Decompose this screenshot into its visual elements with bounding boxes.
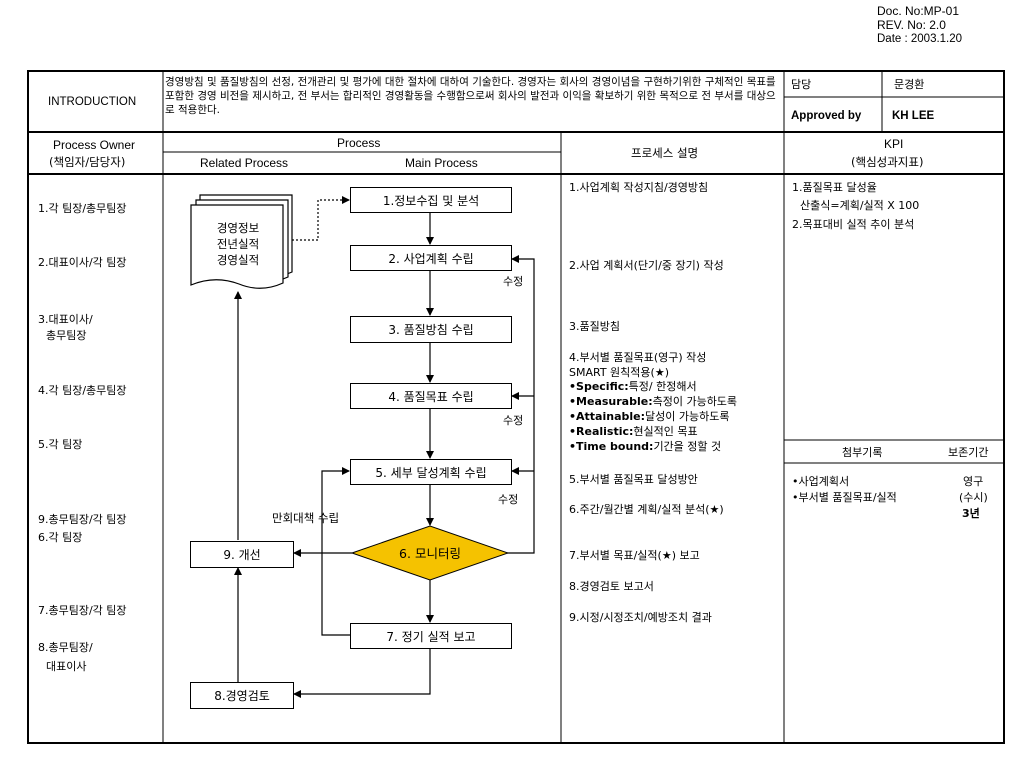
intro-text: 경영방침 및 품질방침의 선정, 전개관리 및 평가에 대한 절차에 대하여 기…	[165, 76, 776, 116]
owner-column-title: Process Owner	[53, 138, 136, 152]
smart-measurable: •Measurable:측정이 가능하도록	[569, 395, 738, 408]
step-7-periodic-report[interactable]: 7. 정기 실적 보고	[350, 623, 512, 649]
desc-3: 3.품질방침	[569, 320, 620, 333]
kpi-column-title: KPI	[884, 137, 904, 151]
step-5-detail-plan[interactable]: 5. 세부 달성계획 수립	[350, 459, 512, 485]
recovery-label: 만회대책 수립	[272, 511, 340, 525]
smart-time-bound: •Time bound:기간을 정할 것	[569, 440, 722, 453]
desc-4b: SMART 원칙적용(★)	[569, 366, 669, 379]
revise-label-2: 수정	[503, 414, 524, 427]
kpi-1-formula: 산출식=계획/실적 X 100	[800, 199, 920, 212]
owner-step-9: 9.총무팀장/각 팀장	[38, 513, 127, 526]
owner-step-7: 7.총무팀장/각 팀장	[38, 604, 127, 617]
owner-value: 문경환	[894, 78, 925, 91]
attachment-1: •사업계획서	[792, 475, 850, 488]
intro-label: INTRODUCTION	[48, 96, 137, 108]
desc-5: 5.부서별 품질목표 달성방안	[569, 473, 698, 486]
attachment-extra-period: 3년	[962, 507, 980, 520]
desc-6: 6.주간/월간별 계획/실적 분석(★)	[569, 503, 724, 516]
approved-value: KH LEE	[892, 110, 935, 122]
step-3-quality-policy[interactable]: 3. 품질방침 수립	[350, 316, 512, 343]
owner-step-8b: 대표이사	[46, 660, 87, 673]
owner-step-3b: 총무팀장	[46, 329, 87, 342]
doc-line-2: 전년실적	[216, 237, 260, 251]
attachments-title: 첨부기록	[842, 446, 883, 459]
step-8-management-review[interactable]: 8.경영검토	[190, 682, 294, 709]
main-process-header: Main Process	[405, 156, 478, 170]
step-2-business-plan[interactable]: 2. 사업계획 수립	[350, 245, 512, 271]
step-9-improvement[interactable]: 9. 개선	[190, 541, 294, 568]
desc-7: 7.부서별 목표/실적(★) 보고	[569, 549, 700, 562]
owner-step-2: 2.대표이사/각 팀장	[38, 256, 127, 269]
process-column-title: Process	[337, 136, 381, 150]
desc-9: 9.시정/시정조치/예방조치 결과	[569, 611, 712, 624]
related-process-header: Related Process	[200, 156, 289, 170]
attachment-1-period: 영구	[963, 475, 984, 488]
document-date: Date : 2003.1.20	[877, 33, 963, 45]
owner-label: 담당	[791, 78, 812, 91]
attachment-2-period: (수시)	[959, 491, 988, 504]
doc-line-3: 경영실적	[216, 253, 260, 267]
kpi-column-sub: (핵심성과지표)	[851, 155, 924, 169]
desc-4a: 4.부서별 품질목표(영구) 작성	[569, 351, 707, 364]
owner-step-6: 6.각 팀장	[38, 531, 83, 544]
retention-period-title: 보존기간	[948, 446, 989, 459]
description-column-title: 프로세스 설명	[631, 146, 699, 160]
document-frame	[27, 70, 1005, 744]
doc-line-1: 경영정보	[216, 221, 260, 235]
smart-specific: •Specific:특정/ 한정해서	[569, 380, 697, 393]
kpi-2: 2.목표대비 실적 추이 분석	[792, 218, 915, 231]
approved-label: Approved by	[791, 110, 862, 122]
monitoring-diamond	[350, 525, 510, 581]
owner-step-8: 8.총무팀장/	[38, 641, 93, 654]
desc-2: 2.사업 계획서(단기/중 장기) 작성	[569, 259, 724, 272]
revise-label-1: 수정	[503, 275, 524, 288]
owner-step-4: 4.각 팀장/총무팀장	[38, 384, 127, 397]
smart-realistic: •Realistic:현실적인 목표	[569, 425, 698, 438]
owner-step-3: 3.대표이사/	[38, 313, 93, 326]
kpi-1: 1.품질목표 달성율	[792, 181, 877, 194]
desc-1: 1.사업계획 작성지침/경영방침	[569, 181, 709, 194]
owner-step-1: 1.각 팀장/총무팀장	[38, 202, 127, 215]
step-6-monitoring[interactable]: 6. 모니터링	[399, 546, 461, 561]
smart-attainable: •Attainable:달성이 가능하도록	[569, 410, 730, 423]
attachment-2: •부서별 품질목표/실적	[792, 491, 897, 504]
step-4-quality-goals[interactable]: 4. 품질목표 수립	[350, 383, 512, 409]
owner-column-sub: (책임자/담당자)	[49, 155, 126, 169]
revision-number: REV. No: 2.0	[877, 18, 946, 32]
doc-number: Doc. No:MP-01	[877, 4, 960, 18]
step-1-info-collection[interactable]: 1.정보수집 및 분석	[350, 187, 512, 213]
revise-label-3: 수정	[498, 493, 519, 506]
owner-step-5: 5.각 팀장	[38, 438, 83, 451]
desc-8: 8.경영검토 보고서	[569, 580, 654, 593]
